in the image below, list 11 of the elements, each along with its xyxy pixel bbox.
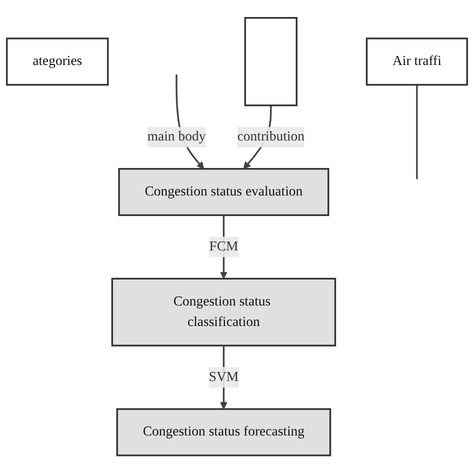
node-box: Congestion status classification [111,278,336,347]
node-box: Congestion status evaluation [118,168,330,216]
node-box: Air traffi [366,38,468,86]
node-box: Congestion status forecasting [116,408,332,457]
edge-label: contribution [237,130,304,144]
edge-label: SVM [208,370,239,385]
edge-label: FCM [209,240,238,254]
node-box: ategories [6,38,109,86]
node-box [244,17,298,107]
edge-label: main body [147,130,206,144]
connector [416,85,418,180]
